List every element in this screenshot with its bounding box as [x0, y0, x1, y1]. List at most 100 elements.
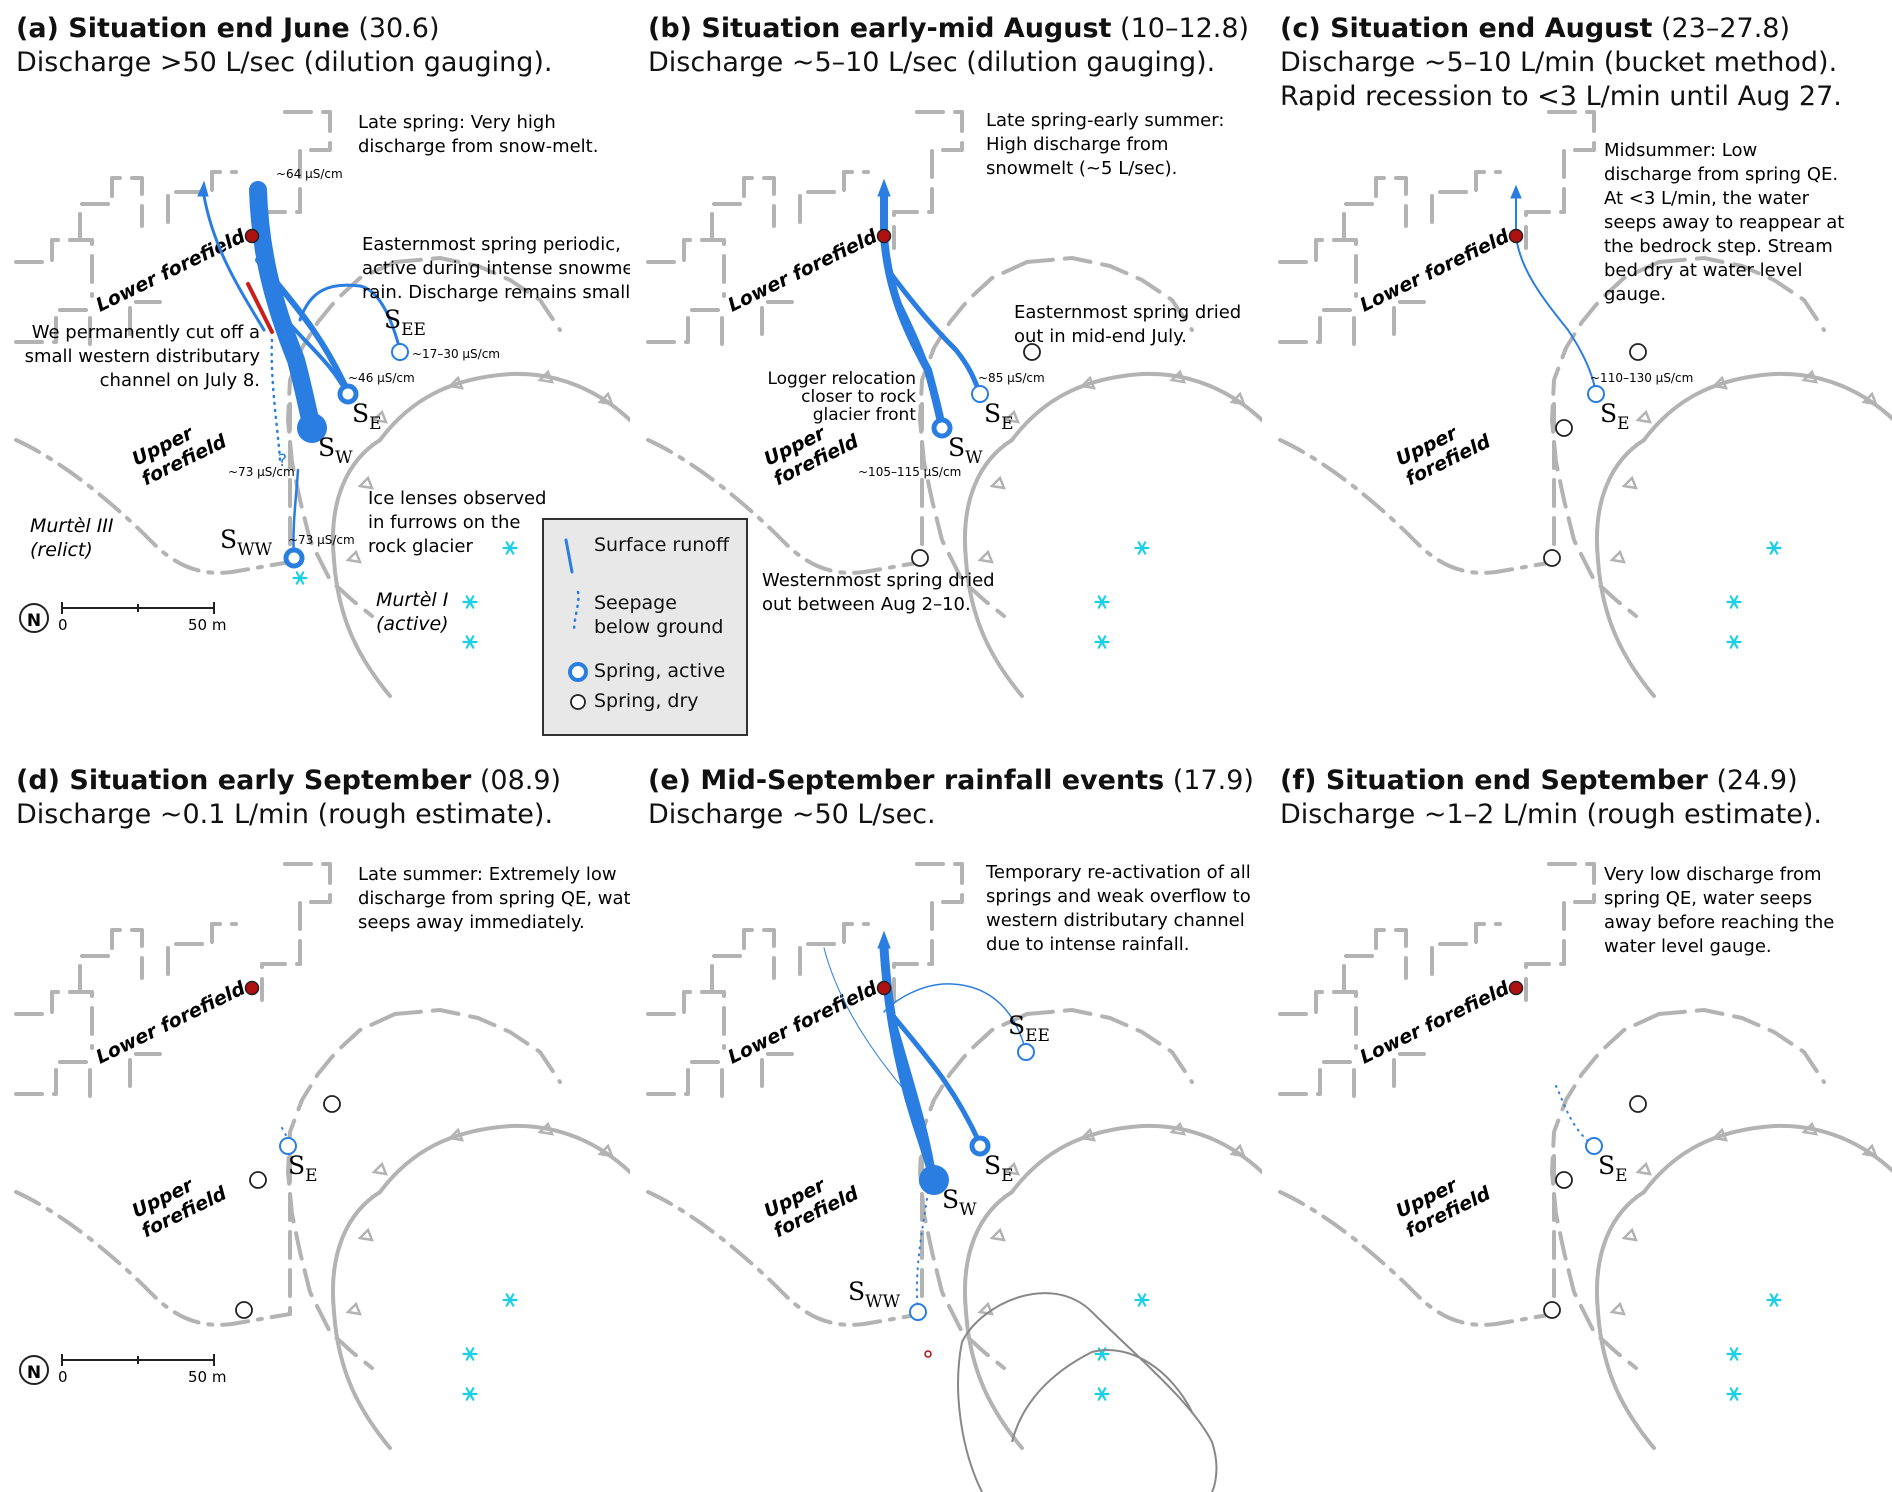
map-d-spring-ww	[235, 1301, 253, 1319]
map-a-channel-see	[298, 283, 402, 352]
legend-symbols	[564, 538, 588, 710]
panel-c-subtitle-1: Discharge ~5–10 L/min (bucket method).	[1280, 47, 1838, 78]
map-b-moraine-lower-3	[646, 238, 726, 298]
map-d-label-lower-forefield: Lower forefield	[93, 977, 250, 1068]
map-f-moraine-lower-1	[1342, 928, 1408, 994]
map-a-ridge-north	[378, 371, 630, 442]
map-e-murtel-iii-boundary	[646, 1190, 924, 1327]
map-a-cond-ww: ~73 µS/cm	[288, 533, 355, 547]
map-c-annotation-1-line-5: the bedrock step. Stream	[1604, 236, 1833, 257]
map-b-annotation-2-line-2: out in mid-end July.	[1014, 326, 1187, 347]
map-e-ridge-west	[963, 1190, 1024, 1450]
map-f-moraine-upper	[1524, 862, 1596, 1002]
panel-a-title: (a) Situation end June	[16, 13, 350, 44]
map-b-moraine-upper	[892, 110, 964, 250]
map-a-unknown-mark: ?	[278, 451, 287, 471]
map-a-cut-channel	[246, 282, 274, 334]
map-f-gauge	[1508, 980, 1524, 996]
map-f-ridge-tooth-1	[1621, 1227, 1638, 1242]
map-b-channel-sw	[896, 298, 944, 430]
map-a-seepage-w	[270, 338, 282, 462]
map-c-ice-lens-3-arm	[1729, 635, 1739, 649]
map-c-spring-w	[1555, 419, 1573, 437]
map-d-ice-lens-1	[502, 1293, 518, 1307]
map-b-ridge-north	[1010, 371, 1262, 442]
map-e-moraine-lower-1	[710, 928, 776, 994]
map-e-outline-2	[1011, 1349, 1193, 1443]
panel-c-heading: (c) Situation end August (23–27.8) Disch…	[1280, 12, 1842, 114]
map-d-spring-ee	[323, 1095, 341, 1113]
map-e-label-spring-w: SW	[942, 1185, 977, 1220]
map-e-moraine-upper-1	[646, 1060, 724, 1110]
map-a-moraine-lower-3	[14, 238, 94, 298]
map-a-western-channel	[202, 194, 266, 332]
map-f-ridge-tooth-4	[1711, 1127, 1728, 1142]
panel-f-subtitle: Discharge ~1–2 L/min (rough estimate).	[1280, 799, 1822, 830]
map-f-ice-lens-2-arm	[1729, 1347, 1739, 1361]
panel-e-heading: (e) Mid-September rainfall events (17.9)…	[648, 764, 1254, 832]
map-c-ridge-tooth-5	[1801, 369, 1818, 384]
map-d-ridge-tooth-5	[537, 1121, 554, 1136]
map-d-ice-lens-3-arm	[465, 1387, 475, 1401]
map-a-ice-lens-2	[462, 595, 478, 609]
map-b-annotation-3-line-1: Logger relocation	[767, 369, 916, 389]
map-b-gauge	[876, 228, 892, 244]
map-f-annotation-1-line-3: away before reaching the	[1604, 912, 1834, 933]
map-a-ice-lens-3-arm	[465, 635, 475, 649]
map-b-annotation-1-line-2: High discharge from	[986, 134, 1168, 155]
map-c-annotation-1-line-6: bed dry at water level	[1604, 260, 1802, 281]
map-b-cond-e: ~85 µS/cm	[978, 371, 1045, 385]
map-a-spring-e	[337, 383, 359, 405]
map-c-annotation-1-line-3: At <3 L/min, the water	[1604, 188, 1810, 209]
map-c-gauge	[1508, 228, 1524, 244]
map-f-seepage	[1555, 1085, 1595, 1147]
map-a-ice-lens-spring-arm	[295, 571, 305, 585]
map-f-ice-lens-1-arm	[1769, 1293, 1779, 1307]
map-a-annotation-1-line-2: discharge from snow-melt.	[358, 136, 598, 157]
panel-f-title: (f) Situation end September	[1280, 765, 1708, 796]
panel-f-date: (24.9)	[1707, 765, 1798, 796]
map-b-annotation-2-line-1: Easternmost spring dried	[1014, 302, 1241, 323]
map-c-label-lower-forefield: Lower forefield	[1357, 225, 1514, 316]
map-a-cond-ee: ~17–30 µS/cm	[412, 347, 500, 361]
map-d-ridge-tooth-6	[597, 1143, 614, 1158]
map-a-channel-se	[255, 257, 351, 395]
map-a-label-lower-forefield: Lower forefield	[93, 225, 250, 316]
map-e-moraine-lower-3	[646, 990, 726, 1050]
panel-c-title: (c) Situation end August	[1280, 13, 1653, 44]
map-c-moraine-upper-2	[1392, 300, 1426, 336]
panel-e-title: (e) Mid-September rainfall events	[648, 765, 1165, 796]
panel-c-subtitle-2: Rapid recession to <3 L/min until Aug 27…	[1280, 81, 1842, 112]
map-b-moraine-upper-2	[760, 300, 794, 336]
map-e-moraine-lower-2	[798, 922, 870, 976]
map-e-label-spring-e: SE	[984, 1151, 1014, 1186]
panel-e-date: (17.9)	[1164, 765, 1254, 796]
map-d-ridge-west	[331, 1190, 392, 1450]
map-a-spring-w	[297, 413, 327, 443]
map-d-label-spring-e: SE	[288, 1151, 318, 1186]
legend-spring-dry-label: Spring, dry	[594, 690, 699, 712]
map-a-ice-lens-3	[462, 635, 478, 649]
map-b-ice-lens-2-arm	[1097, 595, 1107, 609]
map-c-ice-lens-1-arm	[1769, 541, 1779, 555]
map-a-ridge-west	[331, 438, 392, 698]
map-a-ice-lens-spring	[292, 571, 308, 585]
map-c-ridge-tooth-3	[1635, 409, 1652, 424]
map-f-ridge-tooth-6	[1861, 1143, 1878, 1158]
map-d-ridge-tooth-2	[345, 1301, 362, 1316]
map-a-cond-e: ~46 µS/cm	[348, 371, 415, 385]
panel-b-date: (10–12.8)	[1111, 13, 1250, 44]
map-e-ridge-tooth-2	[977, 1301, 994, 1316]
map-c-ridge-west	[1595, 438, 1656, 698]
map-b-rockglacier-edge	[1025, 256, 1194, 332]
map-e-spring-w	[919, 1165, 949, 1195]
map-c-moraine-upper-1	[1278, 308, 1356, 358]
map-b-ice-lens-1-arm	[1137, 541, 1147, 555]
map-a-moraine-lower-1	[78, 176, 144, 242]
legend-seepage-label-2: below ground	[594, 616, 724, 638]
map-a-north-label: N	[27, 611, 41, 631]
panel-b-heading: (b) Situation early-mid August (10–12.8)…	[648, 12, 1249, 80]
map-e-ice-lens-3	[1094, 1387, 1110, 1401]
map-a-annotation-4-line-3: rock glacier	[368, 536, 473, 557]
map-b-annotation-1-line-3: snowmelt (~5 L/sec).	[986, 158, 1177, 179]
